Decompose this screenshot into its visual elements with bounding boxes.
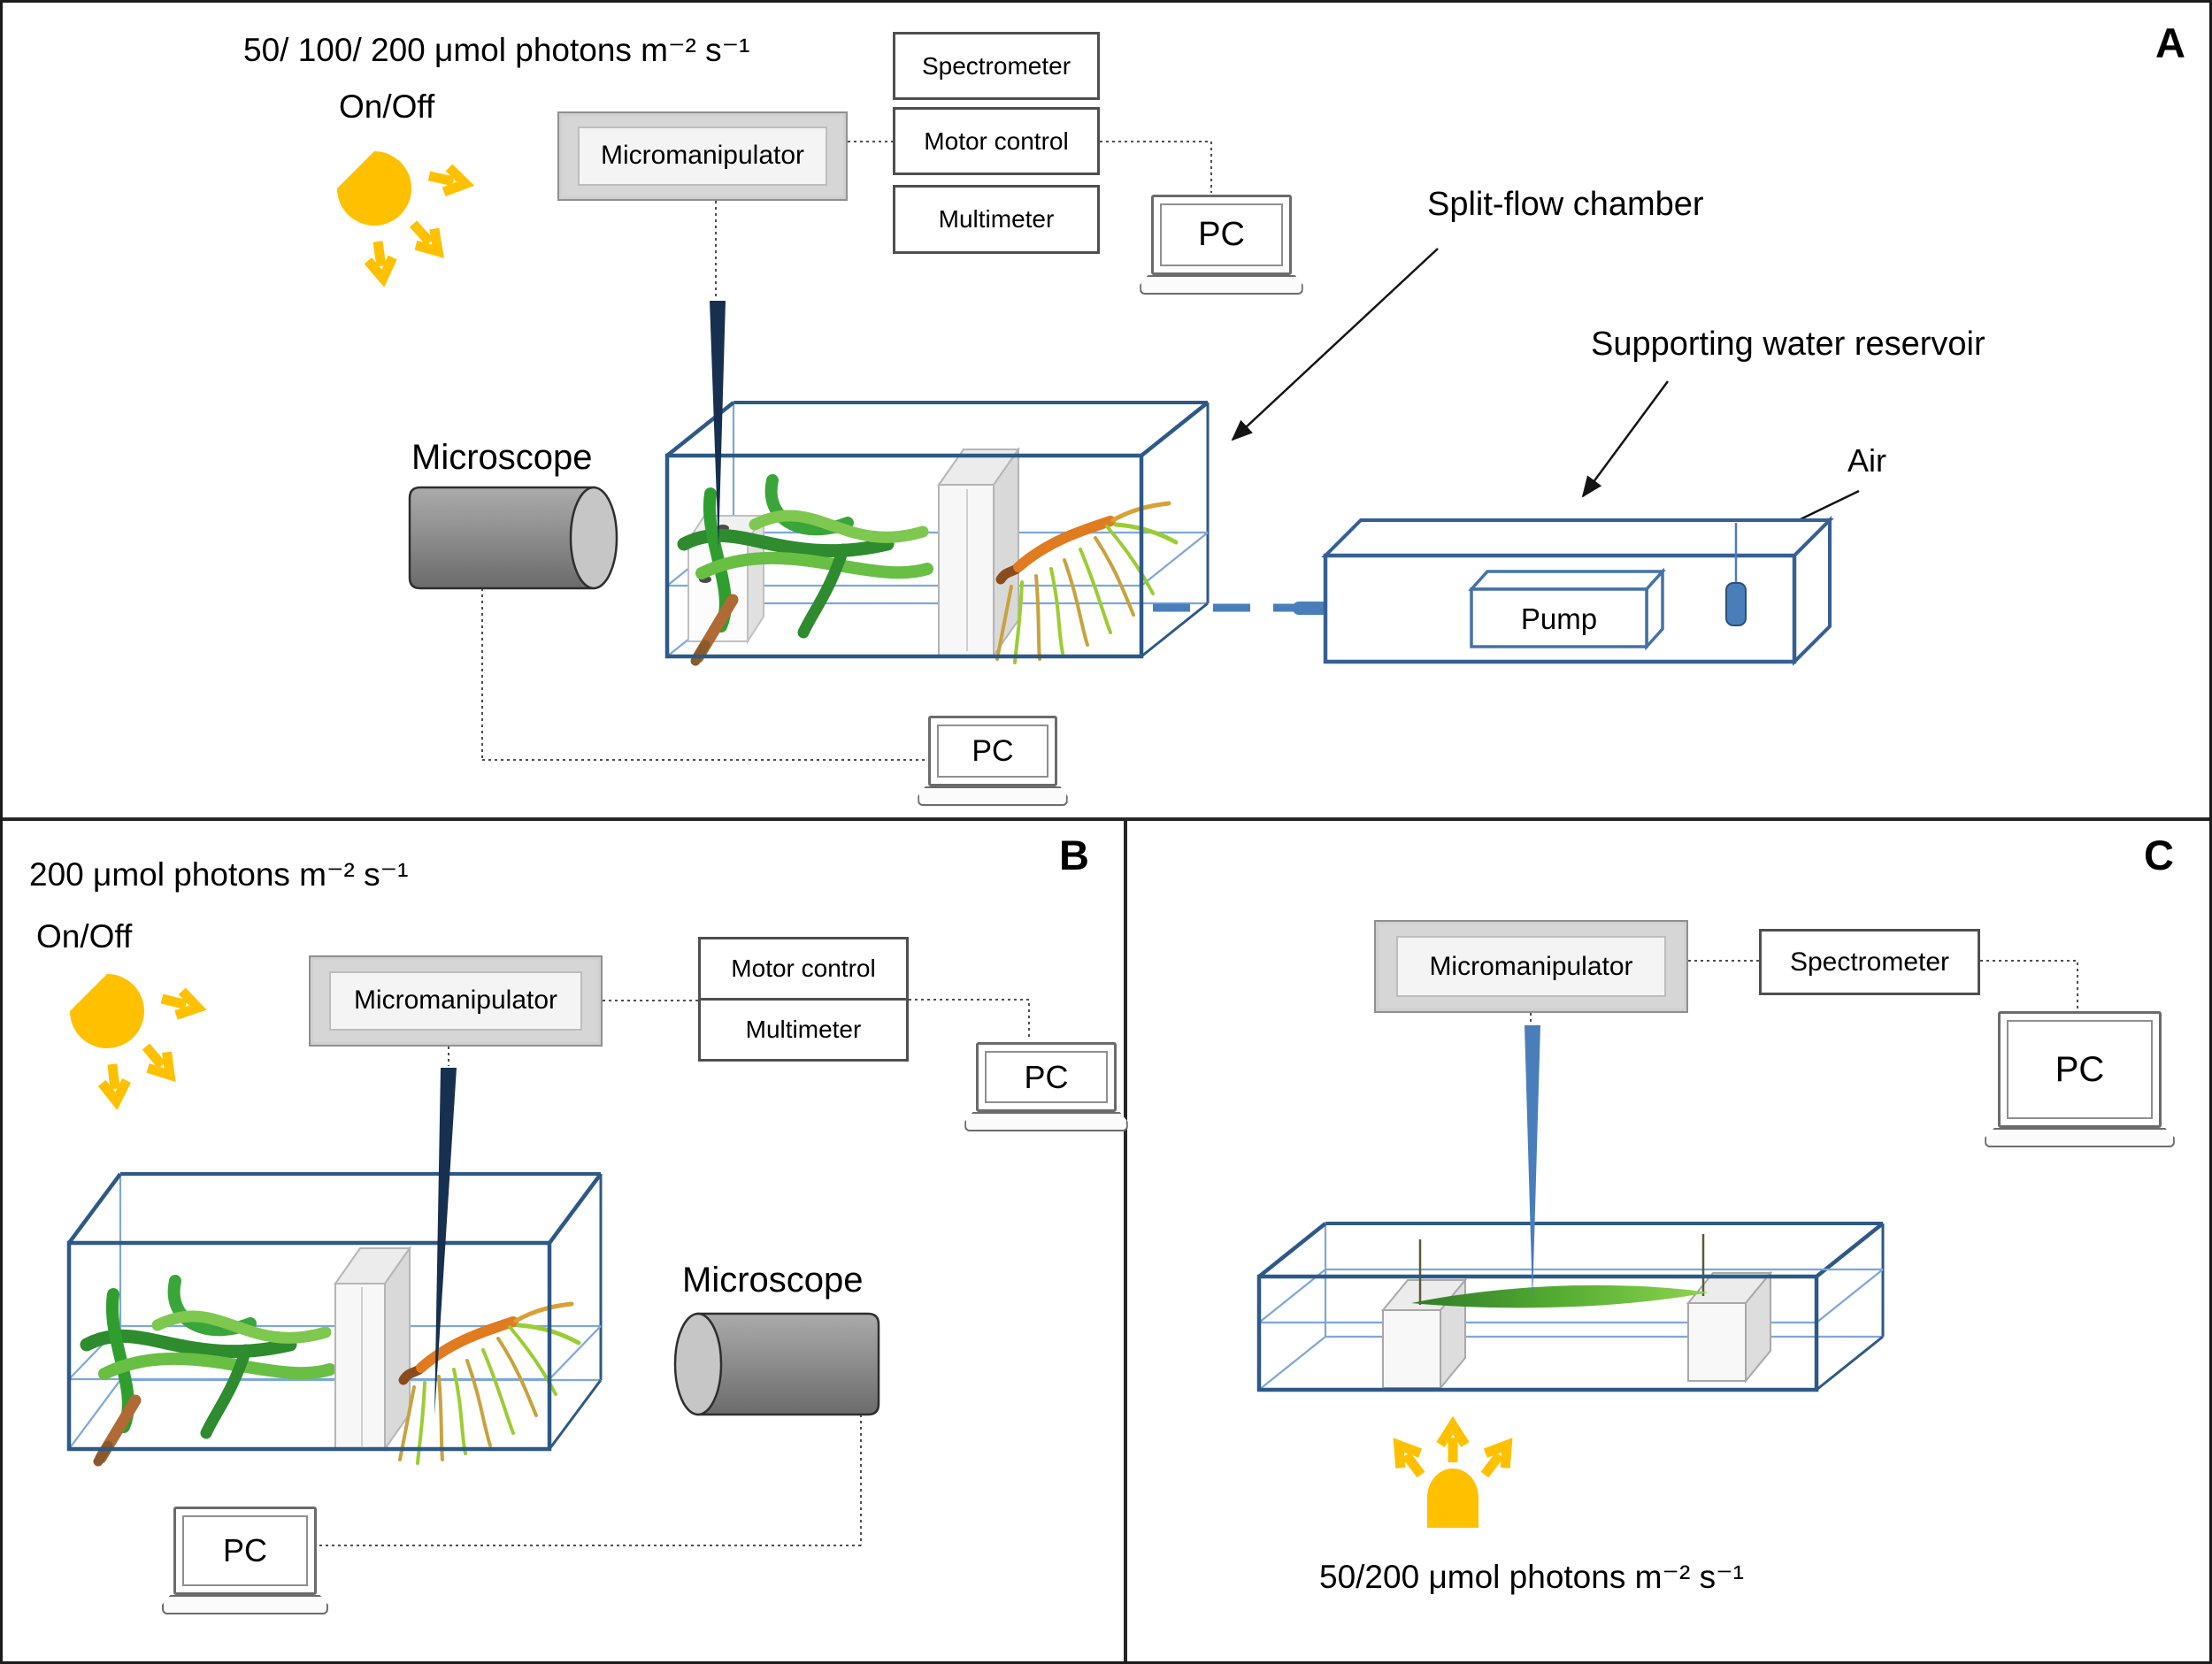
pc-laptop-b-left: PC xyxy=(162,1507,328,1614)
annotation-arrows-a xyxy=(1231,248,1860,544)
diagram-artwork xyxy=(66,141,2078,1546)
pc-label: PC xyxy=(972,733,1014,768)
flow-chamber-icon-c xyxy=(1256,1222,1885,1392)
light-switch-label-a: On/Off xyxy=(339,88,435,125)
microsensor-needle-c xyxy=(1525,1025,1540,1301)
micromanipulator-label-a: Micromanipulator xyxy=(600,141,805,171)
green-algae-icon-a xyxy=(677,474,933,666)
micromanipulator-label-b: Micromanipulator xyxy=(353,985,558,1016)
tubing-icon xyxy=(1153,602,1330,615)
pc-label: PC xyxy=(1024,1058,1069,1095)
multimeter-cell-b: Multimeter xyxy=(701,1001,906,1059)
multimeter-box-a: Multimeter xyxy=(893,185,1100,254)
cable-connectors-c xyxy=(1530,960,2078,1024)
pc-label: PC xyxy=(222,1532,267,1568)
green-algae-icon-b xyxy=(80,1275,336,1467)
spectrometer-box-a: Spectrometer xyxy=(893,32,1100,100)
panel-tag-a: A xyxy=(2155,19,2185,66)
water-reservoir-label: Supporting water reservoir xyxy=(1591,326,1985,363)
spectrometer-box-c: Spectrometer xyxy=(1759,929,1980,995)
laptop-base xyxy=(162,1595,328,1614)
spectrometer-label-c: Spectrometer xyxy=(1789,947,1950,977)
spectrometer-label-a: Spectrometer xyxy=(921,51,1071,80)
light-switch-label-b: On/Off xyxy=(36,918,133,955)
motor-multimeter-box-b: Motor control Multimeter xyxy=(698,937,909,1062)
microscope-icon-b xyxy=(673,1312,880,1416)
motor-control-box-a: Motor control xyxy=(893,107,1100,175)
microsensor-needle-b xyxy=(434,1068,457,1416)
laptop-base xyxy=(918,786,1068,806)
micromanipulator-box-b: Micromanipulator xyxy=(309,955,603,1047)
irradiance-label-a: 50/ 100/ 200 μmol photons m⁻² s⁻¹ xyxy=(243,32,750,68)
support-block-right-icon xyxy=(1686,1270,1773,1384)
water-reservoir-icon xyxy=(1321,516,1834,666)
irradiance-label-c: 50/200 μmol photons m⁻² s⁻¹ xyxy=(1319,1559,1744,1595)
laptop-base xyxy=(964,1112,1128,1131)
micromanipulator-box-c: Micromanipulator xyxy=(1374,920,1688,1013)
split-flow-chamber-label: Split-flow chamber xyxy=(1427,186,1704,223)
irradiance-label-b: 200 μmol photons m⁻² s⁻¹ xyxy=(29,856,409,893)
motor-control-label-b: Motor control xyxy=(731,955,876,982)
cable-connectors-a xyxy=(481,141,1212,761)
micromanipulator-label-c: Micromanipulator xyxy=(1429,951,1633,981)
air-label: Air xyxy=(1847,442,1886,479)
pc-laptop-a-top: PC xyxy=(1140,195,1303,295)
pc-laptop-b-right: PC xyxy=(964,1042,1128,1131)
light-source-icon-a xyxy=(337,151,468,280)
microscope-icon-a xyxy=(408,486,618,590)
panel-tag-b: B xyxy=(1059,832,1089,878)
motor-control-cell-b: Motor control xyxy=(701,939,906,1001)
microscope-label-a: Microscope xyxy=(411,438,593,477)
pc-label: PC xyxy=(1198,216,1245,253)
panel-divider-vertical xyxy=(1124,820,1127,1661)
multimeter-label-b: Multimeter xyxy=(745,1016,862,1043)
multimeter-label-a: Multimeter xyxy=(938,205,1055,233)
pc-monitor-c: PC xyxy=(1985,1011,2175,1147)
motor-control-label-a: Motor control xyxy=(924,127,1069,155)
air-stone-icon xyxy=(1725,523,1747,626)
split-flow-chamber-icon xyxy=(664,401,1210,666)
pc-label: PC xyxy=(2055,1049,2105,1089)
pump-icon xyxy=(1468,567,1666,651)
red-algae-icon-b xyxy=(398,1301,581,1465)
support-block-left-icon xyxy=(1380,1277,1468,1391)
red-algae-icon-a xyxy=(995,501,1179,664)
light-source-icon-c xyxy=(1389,1425,1517,1528)
microscope-label-b: Microscope xyxy=(682,1261,864,1300)
micromanipulator-box-a: Micromanipulator xyxy=(557,111,848,201)
monitor-base xyxy=(1985,1128,2175,1147)
pump-label: Pump xyxy=(1520,602,1598,635)
divider-wall-icon-b xyxy=(334,1245,411,1453)
panel-divider-horizontal xyxy=(3,817,2209,821)
divider-wall-icon-a xyxy=(937,446,1020,659)
panel-tag-c: C xyxy=(2144,832,2174,878)
pc-laptop-a-bottom: PC xyxy=(918,716,1068,806)
split-flow-chamber-icon-b xyxy=(66,1172,603,1467)
cable-connectors-b xyxy=(319,999,1030,1546)
laptop-base xyxy=(1140,275,1303,295)
microsensor-needle-a xyxy=(710,301,726,549)
light-source-icon-b xyxy=(70,974,201,1102)
algal-blade-icon xyxy=(1411,1284,1709,1308)
